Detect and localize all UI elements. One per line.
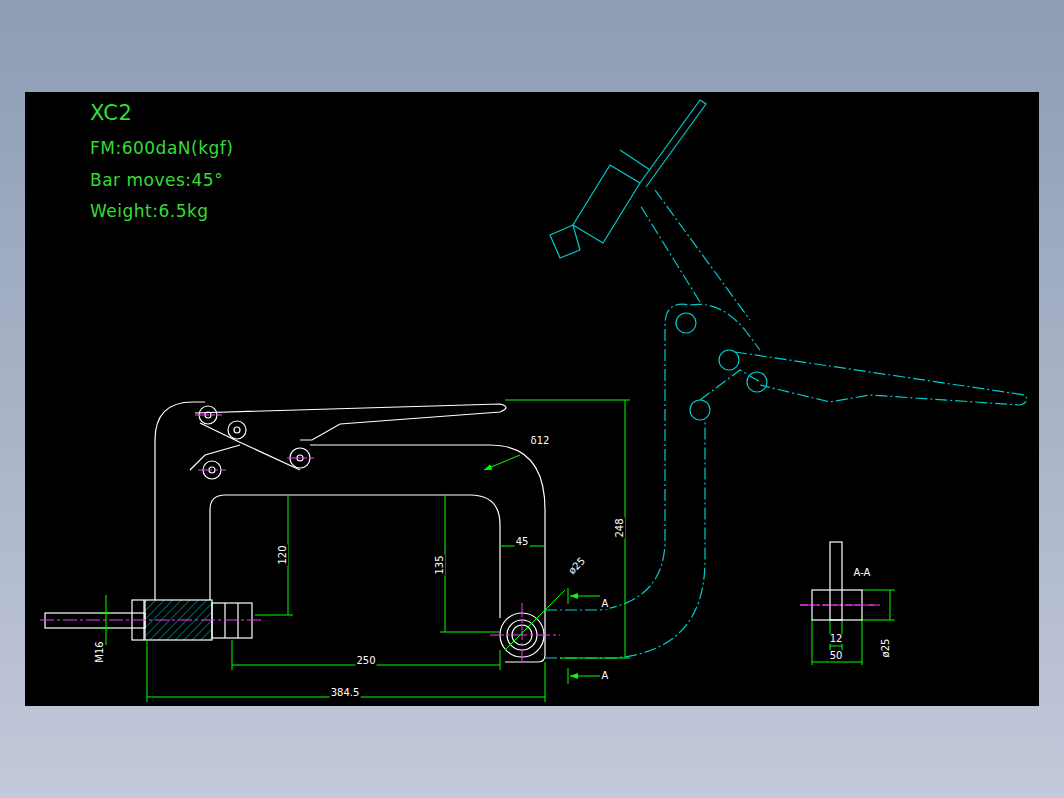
- dimension-text: A: [601, 599, 610, 609]
- dimension-text: 135: [435, 554, 445, 575]
- dimension-text: 45: [515, 537, 530, 547]
- dimension-text: 250: [355, 656, 376, 666]
- open-links: [550, 100, 767, 420]
- spec-note: FM:600daN(kgf): [90, 140, 233, 157]
- dimension-text: M16: [95, 640, 105, 663]
- dimension-text: δ12: [530, 436, 551, 446]
- drawing-area: [25, 92, 1039, 706]
- dimension-text: 50: [829, 651, 844, 661]
- model-title: XC2: [90, 103, 132, 124]
- dimension-text: A: [601, 671, 610, 681]
- dimension-text: ø25: [566, 555, 588, 577]
- spec-note: Bar moves:45°: [90, 172, 223, 189]
- dimension-text: 384.5: [330, 688, 361, 698]
- dimension-text: 248: [615, 517, 625, 538]
- centerlines: [40, 415, 880, 665]
- dimension-text: 12: [829, 634, 844, 644]
- section-view: [800, 542, 875, 620]
- dimension-lines: [100, 400, 895, 702]
- clamp-frame: [45, 402, 545, 662]
- dimension-text: 120: [278, 544, 288, 565]
- spec-note: Weight:6.5kg: [90, 203, 209, 220]
- open-position: [545, 190, 1027, 658]
- dimension-text: ø25: [881, 638, 891, 659]
- dimension-text: A-A: [853, 568, 872, 578]
